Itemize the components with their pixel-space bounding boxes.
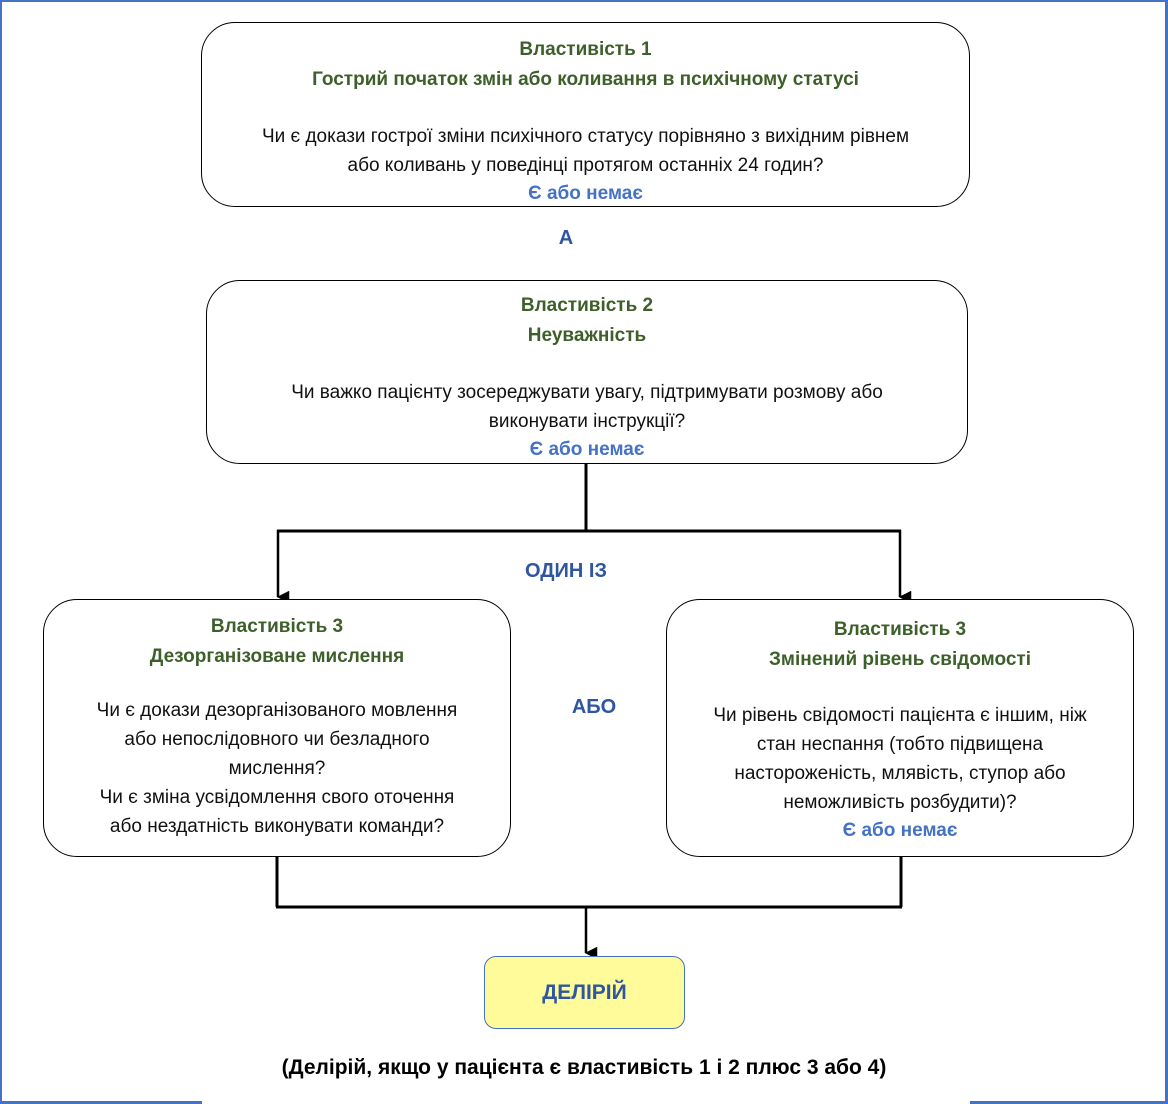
connector-and-label: А xyxy=(558,227,574,249)
delirium-result-box: ДЕЛІРІЙ xyxy=(484,956,685,1029)
feature1-heading: Властивість 1 xyxy=(519,39,652,60)
feature2-question-line-2: виконувати інструкції? xyxy=(488,411,686,432)
feature1-question-line-1: Чи є докази гострої зміни психічного ста… xyxy=(261,126,910,147)
feature2-question-line-1: Чи важко пацієнту зосереджувати увагу, п… xyxy=(291,382,883,403)
frame-bottom-gap xyxy=(202,1100,970,1104)
feature3a-question-line-2: або непослідовного чи безладного xyxy=(124,729,430,750)
feature2-heading: Властивість 2 xyxy=(520,295,654,316)
connector-one-of-label: ОДИН ІЗ xyxy=(524,560,607,582)
feature2-box: Властивість 2 Неуважність Чи важко паціє… xyxy=(206,280,968,464)
feature1-box: Властивість 1 Гострий початок змін або к… xyxy=(201,22,970,207)
feature3b-subtitle: Змінений рівень свідомості xyxy=(769,649,1031,670)
feature1-subtitle: Гострий початок змін або коливання в пси… xyxy=(312,69,859,90)
feature3a-box: Властивість 3 Дезорганізоване мислення Ч… xyxy=(43,599,511,857)
feature3b-box: Властивість 3 Змінений рівень свідомості… xyxy=(666,599,1134,857)
feature3a-heading: Властивість 3 xyxy=(210,616,344,637)
feature3b-question-line-1: Чи рівень свідомості пацієнта є іншим, н… xyxy=(713,705,1087,726)
feature3a-question-line-1: Чи є докази дезорганізованого мовлення xyxy=(96,700,458,721)
feature2-answer: Є або немає xyxy=(529,439,645,460)
feature3b-question-line-4: неможливість розбудити)? xyxy=(783,792,1017,813)
feature3a-question-line-5: або нездатність виконувати команди? xyxy=(109,816,445,837)
feature3b-question-line-2: стан неспання (тобто підвищена xyxy=(756,734,1044,755)
feature1-question-line-2: або коливань у поведінці протягом останн… xyxy=(347,155,824,176)
footnote: (Делірій, якщо у пацієнта є властивість … xyxy=(281,1056,887,1079)
feature1-answer: Є або немає xyxy=(528,183,643,204)
connector-or-label: АБО xyxy=(571,696,617,718)
feature3b-question-line-3: настороженість, млявість, ступор або xyxy=(734,763,1066,784)
feature3a-question-line-4: Чи є зміна усвідомлення свого оточення xyxy=(99,787,455,808)
feature3b-heading: Властивість 3 xyxy=(833,619,967,640)
feature3b-answer: Є або немає xyxy=(842,820,958,841)
feature3a-question-line-3: мислення? xyxy=(228,758,326,779)
feature2-subtitle: Неуважність xyxy=(527,325,647,346)
delirium-result-label: ДЕЛІРІЙ xyxy=(542,980,627,1004)
feature3a-subtitle: Дезорганізоване мислення xyxy=(149,646,405,667)
